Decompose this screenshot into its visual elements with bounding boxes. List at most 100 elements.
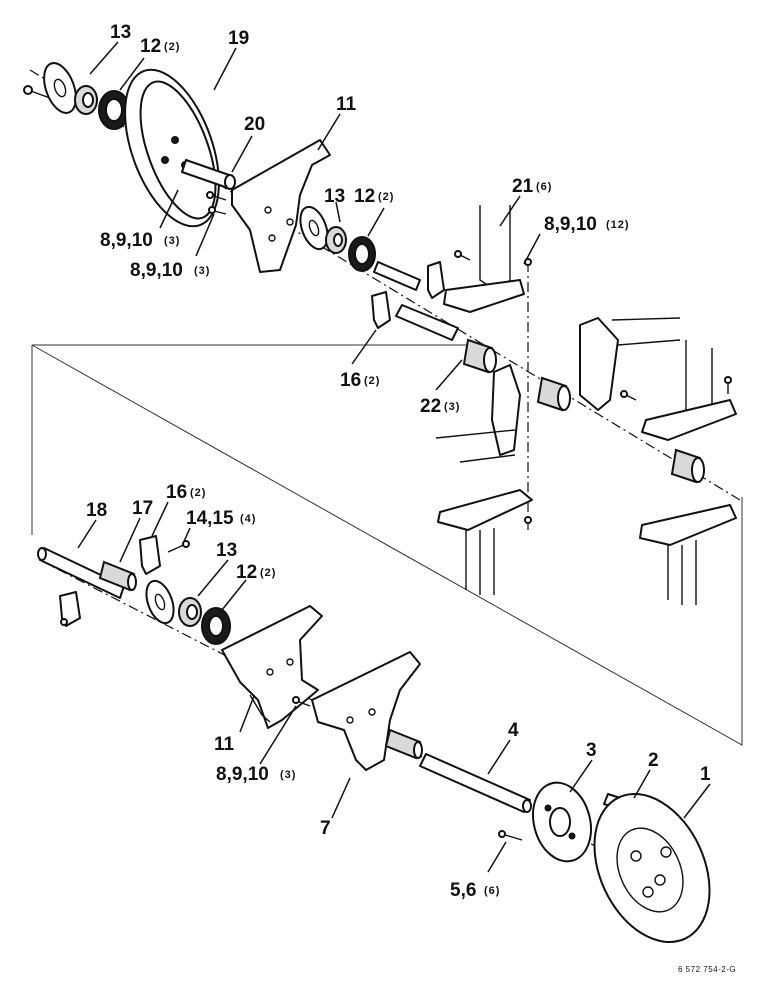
callout-qty: (12) — [606, 219, 630, 231]
callout-label: 8,9,10 — [216, 764, 269, 785]
roller-22-a — [462, 338, 497, 374]
upper-shaft-axis — [29, 69, 741, 501]
bearing-ring-12-upper — [98, 90, 130, 130]
callout-label: 14,15 — [186, 508, 234, 529]
callout-qty: (4) — [240, 513, 256, 525]
tine-bracket-21-f — [639, 504, 737, 605]
callout-label: 16 — [340, 370, 361, 391]
callout-qty: (2) — [164, 41, 180, 53]
spacer-tube-upper — [373, 261, 421, 291]
tine-bracket-21-d — [435, 364, 521, 463]
callout-qty: (2) — [190, 487, 206, 499]
bearing-13-upper — [74, 85, 98, 115]
callout-13-upper: 13 — [110, 22, 131, 43]
pin-20 — [181, 159, 236, 190]
callout-qty: (6) — [536, 181, 552, 193]
arm-plate-11-lower — [221, 605, 323, 729]
assembly-frame-line — [31, 344, 743, 746]
arm-plate-7 — [311, 651, 421, 771]
tine-bracket-21-e — [437, 489, 533, 595]
callout-label: 17 — [132, 498, 153, 519]
callout-qty: (3) — [444, 401, 460, 413]
sleeve-near-shaft-4 — [384, 728, 423, 760]
callout-label: 11 — [214, 734, 235, 755]
bearing-ring-12-middle — [348, 236, 376, 272]
bearing-flange-13-lower — [145, 579, 175, 625]
callout-16-upper: 16 (2) — [340, 370, 380, 391]
callout-1: 1 — [700, 764, 711, 785]
callout-3: 3 — [586, 740, 597, 761]
callout-label: 16 — [166, 482, 187, 503]
callout-label: 12 — [236, 562, 257, 583]
callout-qty: (3) — [194, 265, 210, 277]
bolt-upper-left — [23, 85, 51, 99]
callout-17: 17 — [132, 498, 153, 519]
tine-bracket-21-b — [579, 317, 681, 411]
callout-21: 21 (6) — [512, 176, 552, 197]
roller-22-c — [670, 448, 705, 484]
roller-22-b — [536, 376, 571, 412]
callout-label: 18 — [86, 500, 107, 521]
callout-label: 11 — [336, 94, 357, 115]
callout-label: 20 — [244, 114, 265, 135]
callout-8-9-10-b: 8,9,10 (3) — [130, 260, 210, 281]
callout-19: 19 — [228, 28, 249, 49]
callout-13-middle: 13 — [324, 186, 345, 207]
callout-2: 2 — [648, 750, 659, 771]
callout-18: 18 — [86, 500, 107, 521]
callout-11-lower: 11 — [214, 734, 235, 755]
callout-label: 1 — [700, 764, 711, 785]
tine-bracket-21-c — [641, 340, 737, 441]
clamp-16-upper-right — [427, 261, 445, 299]
callout-label: 2 — [648, 750, 659, 771]
callout-11-upper: 11 — [336, 94, 357, 115]
clamp-16-lower — [139, 535, 161, 575]
bearing-13-lower — [178, 597, 202, 627]
callout-label: 3 — [586, 740, 597, 761]
lower-shaft-axis — [39, 559, 701, 901]
clamp-16-lower-left — [59, 591, 81, 627]
callout-label: 5,6 — [450, 880, 476, 901]
callout-8-9-10-c: 8,9,10 (12) — [544, 214, 630, 235]
callout-12-middle: 12 (2) — [354, 186, 394, 207]
callout-label: 13 — [324, 186, 345, 207]
callout-qty: (6) — [484, 885, 500, 897]
callout-13-lower: 13 — [216, 540, 237, 561]
callout-label: 21 — [512, 176, 534, 197]
callout-label: 13 — [216, 540, 237, 561]
tube-upper-long — [395, 304, 459, 341]
leader-lines — [77, 41, 711, 873]
tine-bracket-21-a — [443, 205, 525, 313]
callout-qty: (2) — [378, 191, 394, 203]
clamp-16-upper-left — [371, 291, 391, 329]
drawing-number: 6 572 754-2-G — [678, 965, 736, 974]
callout-label: 8,9,10 — [100, 230, 153, 251]
callout-label: 7 — [320, 818, 331, 839]
bolt-set-8-9-10-tines — [454, 250, 732, 524]
callout-22: 22 (3) — [420, 396, 460, 417]
callout-qty: (3) — [280, 769, 296, 781]
callout-qty: (3) — [164, 235, 180, 247]
bearing-13-middle — [325, 226, 347, 254]
callout-label: 8,9,10 — [130, 260, 183, 281]
bolt-14-15 — [167, 540, 190, 553]
bolt-set-5-6 — [498, 830, 523, 841]
bearing-ring-12-lower — [201, 607, 231, 645]
disc-19 — [124, 68, 220, 228]
callout-label: 4 — [508, 720, 519, 741]
wheel-disc-1 — [593, 792, 711, 944]
shaft-4 — [419, 753, 532, 813]
callout-8-9-10-a: 8,9,10 (3) — [100, 230, 180, 251]
callout-qty: (2) — [364, 375, 380, 387]
callout-8-9-10-d: 8,9,10 (3) — [216, 764, 296, 785]
callout-label: 8,9,10 — [544, 214, 597, 235]
arm-plate-11-upper — [231, 139, 331, 273]
hub-plate-3 — [532, 781, 592, 863]
callout-20: 20 — [244, 114, 265, 135]
callout-14-15: 14,15 (4) — [186, 508, 256, 529]
callout-label: 12 — [140, 36, 161, 57]
bolt-set-8-9-10-lower — [292, 696, 311, 707]
callout-7: 7 — [320, 818, 331, 839]
callout-12-upper: 12 (2) — [140, 36, 180, 57]
shaft-18 — [37, 547, 125, 599]
